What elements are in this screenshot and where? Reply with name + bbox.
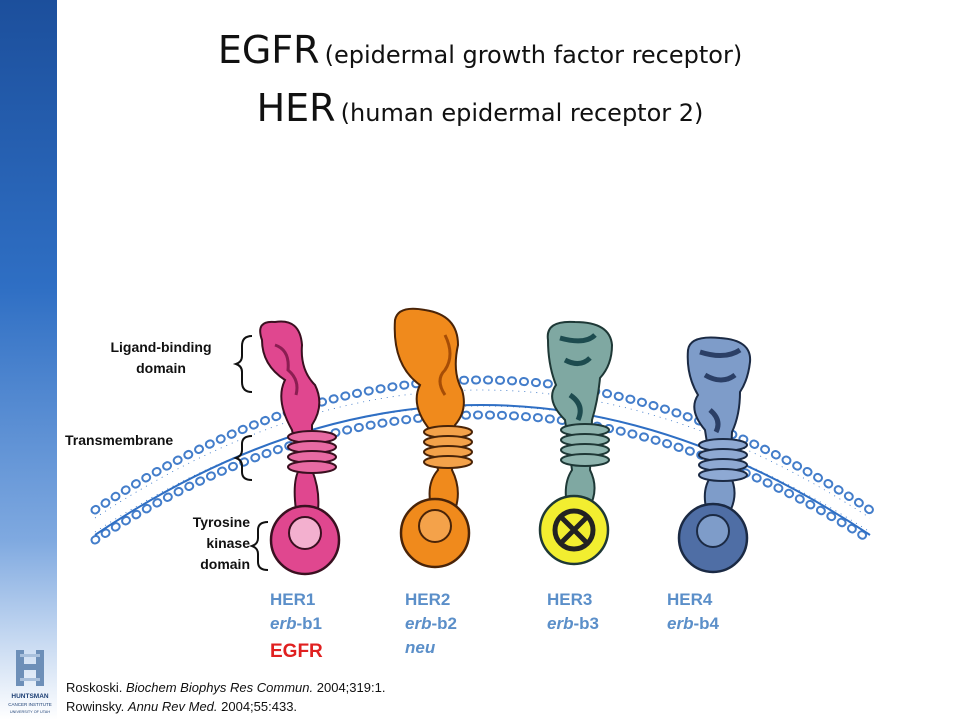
reference-2: Rowinsky. Annu Rev Med. 2004;55:433. xyxy=(66,697,385,716)
logo-line-2: CANCER INSTITUTE xyxy=(8,702,52,707)
references: Roskoski. Biochem Biophys Res Commun. 20… xyxy=(66,678,385,716)
huntsman-logo: HUNTSMAN CANCER INSTITUTE UNIVERSITY OF … xyxy=(6,648,54,718)
her1-name: HER1 xyxy=(270,590,316,609)
tk-label-line2: kinase xyxy=(206,535,250,551)
her2-gene: erb-b2 xyxy=(405,612,457,636)
domain-brackets xyxy=(232,335,269,571)
her2-receptor xyxy=(393,307,473,569)
ref2-author: Rowinsky. xyxy=(66,699,125,714)
title-line-1: EGFR (epidermal growth factor receptor) xyxy=(0,28,960,72)
ref1-author: Roskoski. xyxy=(66,680,123,695)
her2-name: HER2 xyxy=(405,590,451,609)
ligand-label-line1: Ligand-binding xyxy=(110,339,212,355)
her4-gene-italic: erb xyxy=(667,614,694,633)
her4-gene-suffix: -b4 xyxy=(693,614,719,633)
ref1-detail: 2004;319:1. xyxy=(316,680,386,695)
ref2-journal: Annu Rev Med. xyxy=(127,699,218,714)
her3-gene: erb-b3 xyxy=(547,612,599,636)
cell-membrane xyxy=(90,375,875,545)
her2-label: HER2 erb-b2 neu xyxy=(405,588,457,660)
title-egfr: EGFR xyxy=(217,28,320,72)
ligand-binding-label: Ligand-binding domain xyxy=(90,337,232,379)
tyrosine-kinase-label: Tyrosine kinase domain xyxy=(150,512,250,575)
egfr-label: EGFR xyxy=(270,641,323,662)
her1-label: HER1 erb-b1 EGFR xyxy=(270,588,323,664)
title-egfr-expansion: (epidermal growth factor receptor) xyxy=(324,41,743,69)
her1-gene: erb-b1 xyxy=(270,612,323,636)
dna-helix-icon: HUNTSMAN CANCER INSTITUTE UNIVERSITY OF … xyxy=(8,650,52,714)
her3-label: HER3 erb-b3 xyxy=(547,588,599,636)
title-line-2: HER (human epidermal receptor 2) xyxy=(0,86,960,130)
her1-gene-italic: erb xyxy=(270,614,297,633)
her4-label: HER4 erb-b4 xyxy=(667,588,719,636)
logo-line-3: UNIVERSITY OF UTAH xyxy=(10,710,50,714)
neu-label: neu xyxy=(405,638,436,657)
her4-receptor xyxy=(677,336,752,574)
her3-receptor xyxy=(538,320,614,566)
ref2-detail: 2004;55:433. xyxy=(221,699,298,714)
her3-name: HER3 xyxy=(547,590,593,609)
her2-gene-suffix: -b2 xyxy=(431,614,457,633)
her3-gene-italic: erb xyxy=(547,614,574,633)
sidebar-gradient xyxy=(0,0,57,720)
logo-line-1: HUNTSMAN xyxy=(11,693,48,700)
her4-gene: erb-b4 xyxy=(667,612,719,636)
reference-1: Roskoski. Biochem Biophys Res Commun. 20… xyxy=(66,678,385,697)
ref1-journal: Biochem Biophys Res Commun. xyxy=(125,680,314,695)
title-her: HER xyxy=(256,86,336,130)
tk-label-line3: domain xyxy=(200,556,250,572)
ligand-label-line2: domain xyxy=(136,360,186,376)
title-her-expansion: (human epidermal receptor 2) xyxy=(340,99,704,127)
her3-gene-suffix: -b3 xyxy=(573,614,599,633)
transmembrane-label: Transmembrane xyxy=(65,432,174,448)
her1-receptor xyxy=(259,320,341,576)
tk-label-line1: Tyrosine xyxy=(192,514,250,530)
her2-gene-italic: erb xyxy=(405,614,432,633)
her1-gene-suffix: -b1 xyxy=(296,614,322,633)
her4-name: HER4 xyxy=(667,590,713,609)
